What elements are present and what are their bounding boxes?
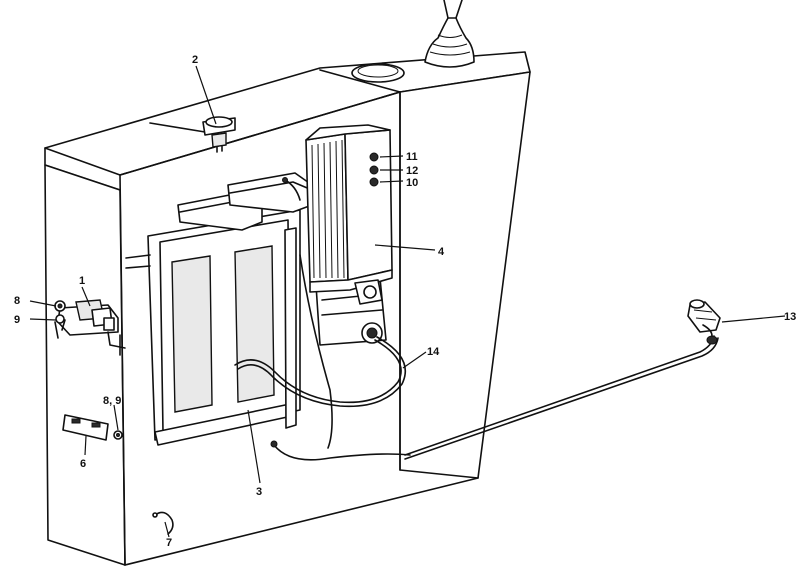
cable-item-14 [234,322,407,408]
callout-6: 6 [80,458,86,470]
joystick-boot [424,0,475,68]
callout-1: 1 [79,275,85,287]
callout-8: 8 [14,295,20,307]
lower-cables [270,177,411,461]
cabinet-housing [44,51,531,566]
top-switch-item-2 [202,116,236,153]
side-assembly-item-1 [54,299,126,356]
clip-item-7 [152,511,174,535]
callout-14: 14 [427,346,440,358]
callout-3: 3 [256,486,262,498]
leader-lines [29,65,786,538]
callout-10: 10 [406,177,418,189]
hardware-8-9 [54,300,123,440]
top-gauge [351,63,405,83]
callout-7: 7 [166,537,172,549]
lower-mount [354,279,383,305]
remote-cable-item-13 [404,299,721,460]
controller-box-item-4 [305,124,393,293]
panel-assembly-item-3 [125,172,313,446]
callout-8-9: 8, 9 [103,395,121,407]
callout-4: 4 [438,246,445,258]
bracket-item-6 [62,414,109,441]
callout-11: 11 [406,151,418,163]
callout-12: 12 [406,165,418,177]
callouts: 2 1 8 9 8, 9 6 3 7 11 12 10 4 13 14 [14,54,796,549]
callout-2: 2 [192,54,198,66]
callout-13: 13 [784,311,796,323]
top-rod [149,122,206,133]
callout-9: 9 [14,314,20,326]
